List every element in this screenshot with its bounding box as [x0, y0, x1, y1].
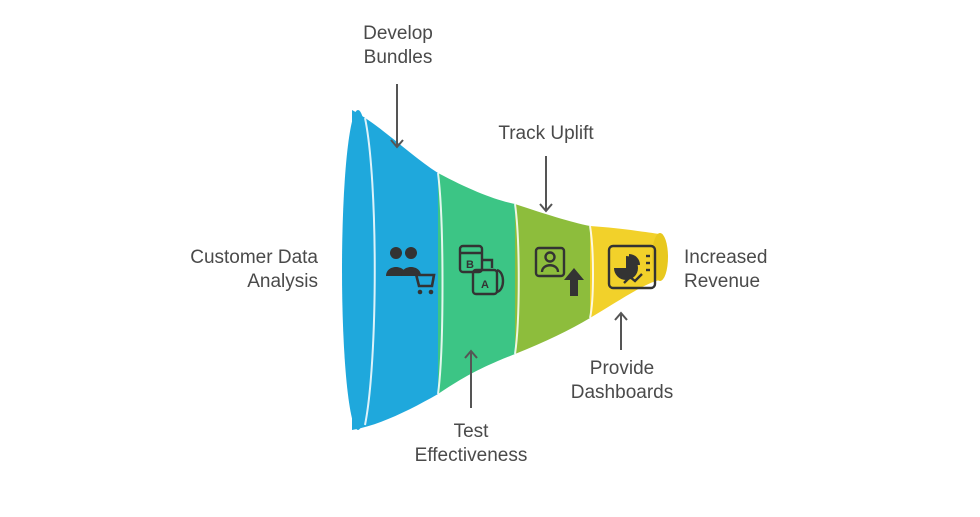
label-track-uplift: Track Uplift — [498, 123, 594, 144]
funnel-stage-test-effectiveness — [438, 173, 515, 394]
people-cart-icon — [386, 247, 436, 295]
label-provide-dashboards: Provide Dashboards — [570, 358, 674, 403]
arrow-track-uplift — [539, 156, 553, 213]
arrow-test-effectiveness — [464, 349, 478, 408]
svg-text:A: A — [481, 279, 489, 291]
user-growth-icon — [534, 246, 584, 296]
funnel-stage-track-uplift — [515, 204, 590, 354]
arrow-develop-bundles — [390, 84, 404, 149]
funnel-rim — [342, 110, 374, 430]
label-test-effectiveness: Test Effectiveness — [414, 421, 528, 466]
dashboard-icon — [607, 244, 657, 290]
arrow-provide-dashboards — [614, 311, 628, 350]
ab-test-icon: B A — [458, 244, 505, 296]
label-develop-bundles: Develop Bundles — [363, 23, 433, 68]
svg-text:B: B — [466, 259, 474, 271]
label-customer-data-analysis: Customer Data Analysis — [190, 247, 318, 292]
label-increased-revenue: Increased Revenue — [684, 247, 768, 292]
